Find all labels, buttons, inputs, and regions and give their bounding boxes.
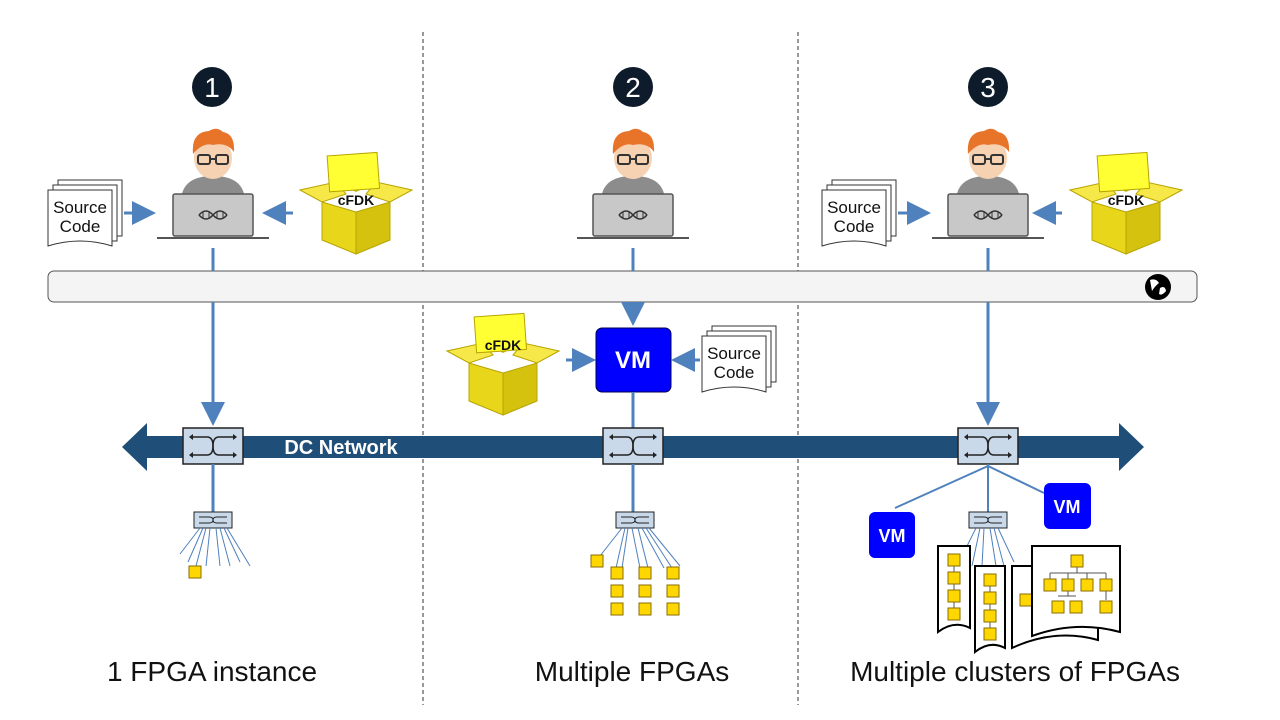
vm-small-left: VM [869, 512, 915, 558]
cfdk-box-icon: cFDK [299, 151, 413, 255]
svg-text:2: 2 [625, 72, 641, 103]
switch-icon [615, 511, 655, 529]
svg-text:cFDK: cFDK [338, 192, 375, 208]
svg-text:VM: VM [879, 526, 906, 546]
panel-number-3: 3 [968, 67, 1008, 107]
switch-icon [193, 511, 233, 529]
document-stack-icon: Source Code [701, 325, 777, 393]
svg-text:VM: VM [1054, 497, 1081, 517]
svg-text:VM: VM [615, 347, 651, 374]
developer-icon [931, 127, 1045, 239]
svg-text:cFDK: cFDK [485, 337, 522, 353]
switch-icon [182, 427, 244, 465]
fpga-cluster-board [1031, 545, 1121, 638]
caption-panel-2: Multiple FPGAs [535, 656, 730, 687]
internet-bar [47, 270, 1198, 303]
svg-text:Source: Source [827, 198, 881, 217]
svg-text:Source: Source [707, 344, 761, 363]
panel-number-1: 1 [192, 67, 232, 107]
fpga-cluster-board [937, 545, 971, 634]
vm-main: VM [595, 327, 672, 393]
svg-text:DC Network: DC Network [284, 437, 398, 459]
svg-text:Code: Code [60, 217, 101, 236]
panel-number-2: 2 [613, 67, 653, 107]
cfdk-box-icon: cFDK [1069, 151, 1183, 255]
fpga-chip-grid [590, 554, 680, 616]
switch-icon [602, 427, 664, 465]
cfdk-box-icon: cFDK [446, 312, 560, 416]
svg-text:1: 1 [204, 72, 220, 103]
caption-panel-3: Multiple clusters of FPGAs [850, 656, 1180, 687]
switch-icon [957, 427, 1019, 465]
svg-text:cFDK: cFDK [1108, 192, 1145, 208]
fpga-cluster-board [974, 565, 1006, 655]
fanout-lines [179, 527, 251, 567]
svg-text:Code: Code [834, 217, 875, 236]
switch-icon [968, 511, 1008, 529]
caption-panel-1: 1 FPGA instance [107, 656, 317, 687]
svg-text:Source: Source [53, 198, 107, 217]
document-stack-icon: Source Code [47, 179, 123, 247]
svg-text:3: 3 [980, 72, 996, 103]
vm-small-right: VM [1044, 483, 1091, 529]
globe-icon [1145, 274, 1171, 300]
fpga-chip-icon [188, 565, 202, 579]
svg-text:Code: Code [714, 363, 755, 382]
fanout-lines [599, 527, 681, 569]
developer-icon [156, 127, 270, 239]
document-stack-icon: Source Code [821, 179, 897, 247]
developer-icon [576, 127, 690, 239]
